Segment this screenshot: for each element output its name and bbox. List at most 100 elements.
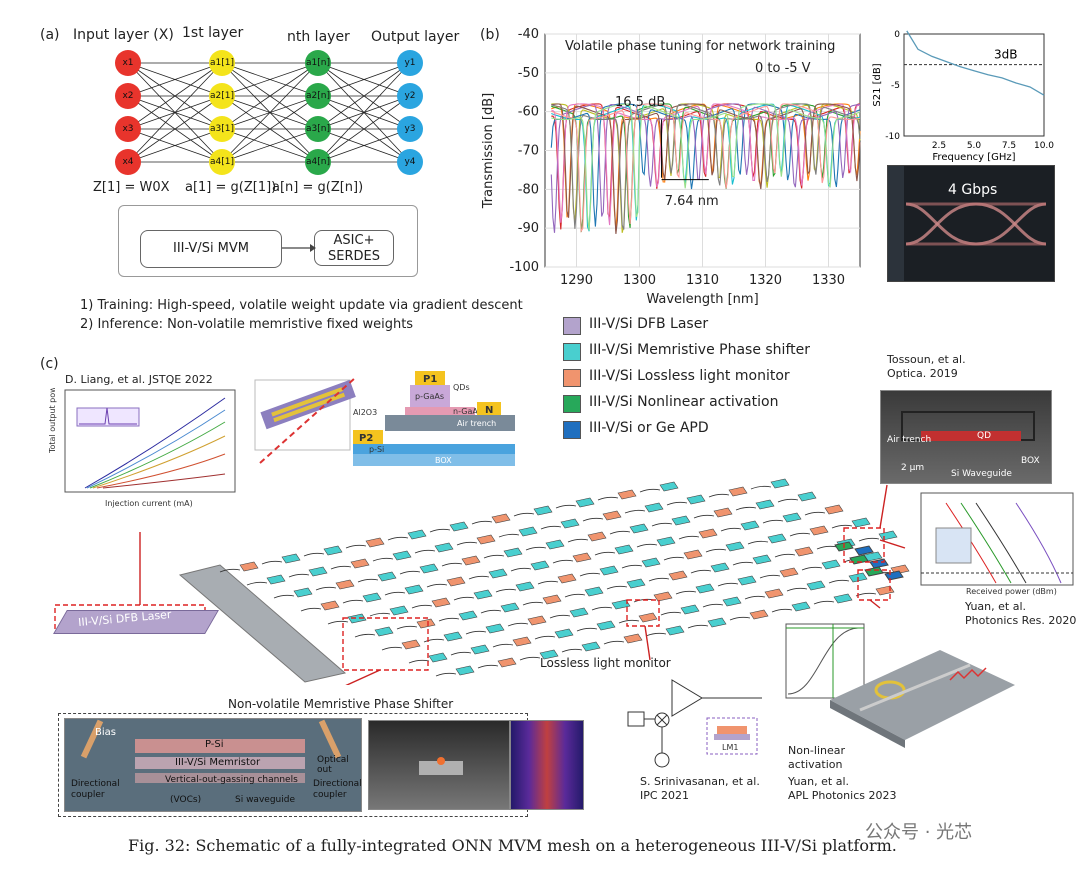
mesh-element: [527, 615, 547, 626]
neuron: x4: [115, 149, 141, 175]
mesh-waveguide: [678, 535, 700, 540]
mesh-element: [401, 639, 421, 650]
sem-wg-label: Si Waveguide: [951, 469, 1012, 479]
mesh-element: [725, 541, 745, 552]
mesh-waveguide: [327, 620, 349, 625]
memristive-title: Non-volatile Memristive Phase Shifter: [228, 697, 454, 711]
s21-x-tick: 10.0: [1034, 141, 1054, 151]
ref-srini-2: IPC 2021: [640, 789, 690, 802]
s21-series: [906, 30, 1045, 96]
x-axis-label: Wavelength [nm]: [646, 292, 758, 307]
mesh-element: [764, 588, 784, 599]
legend-swatch: [563, 395, 581, 413]
legend-swatch: [563, 317, 581, 335]
mesh-waveguide: [762, 519, 784, 524]
psi-text: P-Si: [205, 739, 224, 750]
laser-cross-section: P1 p-GaAs QDs n-GaAs N Air trench Al2O3 …: [254, 371, 515, 466]
equation-an: a[n] = g(Z[n]): [272, 180, 364, 195]
mesh-waveguide: [804, 511, 826, 516]
legend-label: III-V/Si or Ge APD: [589, 420, 709, 436]
mesh-element: [293, 587, 313, 598]
mesh-waveguide: [342, 599, 364, 604]
hardware-frame: [118, 205, 418, 277]
y-tick-label: -80: [518, 182, 539, 197]
mesh-element: [584, 586, 604, 597]
mesh-waveguide: [465, 630, 487, 635]
mesh-element: [656, 536, 676, 547]
fsr-annotation: 7.64 nm: [665, 194, 719, 209]
mesh-element: [602, 510, 622, 521]
mesh-waveguide: [522, 601, 544, 606]
mesh-waveguide: [567, 538, 589, 543]
lm1-label: LM1: [722, 743, 738, 752]
mesh-waveguide: [720, 527, 742, 532]
neuron: a2[n]: [305, 83, 331, 109]
mvm-mesh: [54, 478, 910, 685]
channel-region: [135, 773, 305, 783]
psi-label: p-Si: [369, 445, 384, 454]
mesh-waveguide: [687, 624, 709, 629]
mesh-element: [497, 657, 517, 668]
connection: [127, 62, 223, 163]
mesh-waveguide: [426, 583, 448, 588]
connection: [317, 128, 411, 163]
mesh-element: [851, 517, 871, 528]
mesh-element: [755, 499, 775, 510]
mesh-element: [779, 567, 799, 578]
s21-y-tick: -10: [885, 132, 900, 142]
mesh-waveguide: [510, 567, 532, 572]
mesh-element: [347, 613, 367, 624]
spectrum-series: [550, 103, 861, 233]
mesh-element: [749, 609, 769, 620]
mesh-waveguide: [384, 591, 406, 596]
memristor-text: III-V/Si Memristor: [175, 757, 261, 768]
mesh-element: [407, 529, 427, 540]
mesh-waveguide: [507, 622, 529, 627]
mesh-waveguide: [591, 606, 613, 611]
apd-element: [854, 545, 874, 556]
neuron: y1: [397, 50, 423, 76]
zoom-callout: [626, 599, 660, 627]
mesh-element: [767, 533, 787, 544]
connection: [221, 62, 319, 97]
qd-region: [921, 431, 1021, 441]
mesh-element: [476, 534, 496, 545]
mesh-waveguide: [387, 536, 409, 541]
ref-tossoun-2: Optica. 2019: [887, 367, 958, 380]
mesh-element: [434, 542, 454, 553]
mesh-waveguide: [786, 587, 808, 592]
layern-title: nth layer: [287, 29, 350, 45]
mesh-waveguide: [453, 596, 475, 601]
note-inference: 2) Inference: Non-volatile memristive fi…: [80, 317, 414, 332]
mesh-waveguide: [345, 544, 367, 549]
network-connections: [127, 62, 411, 163]
mesh-element: [728, 486, 748, 497]
probe-left: [80, 719, 104, 759]
watermark: 公众号 · 光芯: [865, 822, 973, 843]
mesh-element: [377, 571, 397, 582]
mesh-waveguide: [354, 633, 376, 638]
mesh-waveguide: [666, 501, 688, 506]
mesh-waveguide: [609, 530, 631, 535]
lossless-monitor-title: Lossless light monitor: [540, 656, 671, 670]
mesh-waveguide: [288, 573, 310, 578]
nonlinear-label-2: activation: [788, 758, 843, 771]
neuron: a1[1]: [209, 50, 235, 76]
connection: [221, 128, 319, 163]
sem-box-label: BOX: [1021, 456, 1040, 466]
x-tick-label: 1320: [749, 273, 782, 288]
scope-sidebar: [888, 166, 904, 281]
mesh-waveguide: [537, 580, 559, 585]
spectrum-series: [551, 103, 861, 234]
neuron: a2[1]: [209, 83, 235, 109]
mesh-element: [239, 561, 259, 572]
mesh-element: [500, 602, 520, 613]
mesh-waveguide: [675, 590, 697, 595]
mesh-waveguide: [435, 672, 457, 677]
mesh-waveguide: [450, 651, 472, 656]
mesh-element: [713, 507, 733, 518]
mesh-element: [491, 513, 511, 524]
mesh-waveguide: [330, 565, 352, 570]
mesh-element: [875, 585, 895, 596]
